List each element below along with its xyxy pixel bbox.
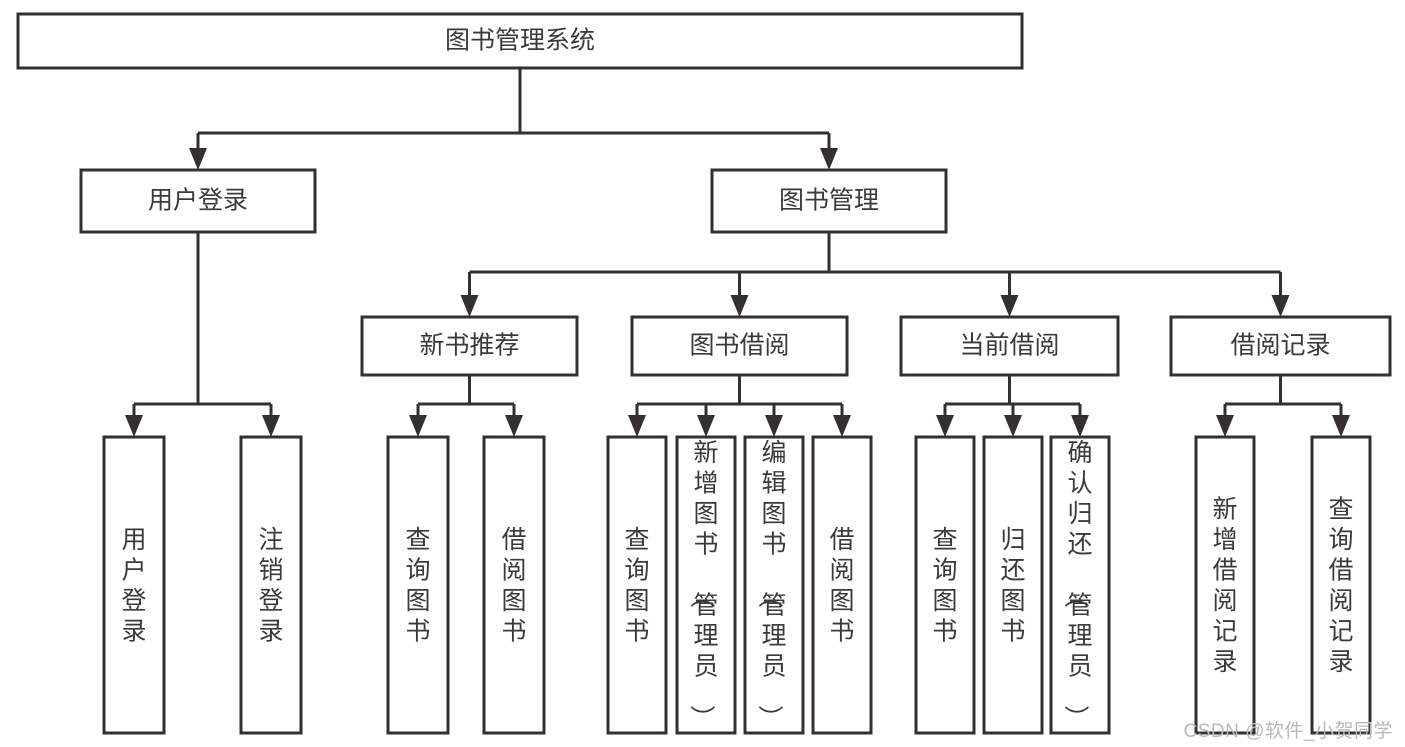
node-leaf-4[interactable]: 查询图书 [606, 435, 668, 735]
arrow-head-icon [936, 415, 954, 437]
node-label: 用户登录 [148, 187, 248, 215]
node-rect [1194, 435, 1256, 735]
node-rect [743, 435, 805, 735]
node-rect [239, 435, 303, 735]
arrow-head-icon [1216, 415, 1234, 437]
arrow-head-icon [730, 295, 749, 317]
node-rect [811, 435, 873, 735]
node-label: 图书管理系统 [445, 27, 595, 55]
node-rect [1169, 315, 1392, 377]
node-l2-1[interactable]: 图书管理 [710, 168, 948, 234]
node-label: 查询图书 [405, 526, 430, 646]
node-leaf-10[interactable]: 确认归还（管理员） [1049, 435, 1111, 735]
arrow-head-icon [460, 295, 479, 317]
arrow-head-icon [1071, 415, 1089, 437]
arrow-head-icon [628, 415, 646, 437]
node-rect [1049, 435, 1111, 735]
node-rect [16, 12, 1024, 70]
node-label: 归还图书 [1000, 526, 1025, 646]
arrow-head-icon [765, 415, 783, 437]
arrow-head-icon [1271, 295, 1290, 317]
node-leaf-8[interactable]: 查询图书 [914, 435, 976, 735]
node-rect [1310, 435, 1372, 735]
node-root-0[interactable]: 图书管理系统 [16, 12, 1024, 70]
node-leaf-9[interactable]: 归还图书 [982, 435, 1044, 735]
node-label: 图书借阅 [689, 332, 789, 360]
node-rect [606, 435, 668, 735]
node-rect [482, 435, 546, 735]
node-label: 借阅图书 [501, 526, 526, 646]
node-leaf-6[interactable]: 编辑图书（管理员） [743, 435, 805, 735]
node-l3-3[interactable]: 借阅记录 [1169, 315, 1392, 377]
node-label: 注销登录 [258, 526, 283, 646]
node-l2-0[interactable]: 用户登录 [79, 168, 317, 234]
node-label: 当前借阅 [959, 332, 1059, 360]
arrow-head-icon [697, 415, 715, 437]
arrow-head-icon [1004, 415, 1022, 437]
connector-lines [125, 68, 1350, 437]
node-l3-0[interactable]: 新书推荐 [360, 315, 579, 377]
node-rect [675, 435, 737, 735]
arrow-head-icon [820, 148, 838, 170]
arrow-head-icon [505, 415, 523, 437]
node-label: 用户登录 [121, 526, 146, 646]
node-rect [899, 315, 1120, 377]
arrow-head-icon [262, 415, 280, 437]
arrow-head-icon [409, 415, 427, 437]
node-leaf-7[interactable]: 借阅图书 [811, 435, 873, 735]
node-label: 查询图书 [932, 526, 957, 646]
node-leaf-1[interactable]: 注销登录 [239, 435, 303, 735]
node-leaf-2[interactable]: 查询图书 [386, 435, 450, 735]
node-leaf-11[interactable]: 新增借阅记录 [1194, 435, 1256, 735]
arrow-head-icon [125, 415, 143, 437]
node-rect [914, 435, 976, 735]
arrow-head-icon [1332, 415, 1350, 437]
node-rect [710, 168, 948, 234]
node-rect [102, 435, 166, 735]
node-boxes: 图书管理系统用户登录图书管理新书推荐图书借阅当前借阅借阅记录用户登录注销登录查询… [16, 12, 1392, 735]
node-label: 新增图书（管理员） [687, 439, 718, 730]
node-label: 借阅记录 [1230, 332, 1330, 360]
node-rect [630, 315, 849, 377]
arrow-head-icon [189, 148, 207, 170]
node-label: 图书管理 [779, 187, 879, 215]
node-leaf-3[interactable]: 借阅图书 [482, 435, 546, 735]
node-label: 查询借阅记录 [1328, 495, 1353, 676]
node-label: 确认归还（管理员） [1061, 439, 1092, 730]
arrow-head-icon [1000, 295, 1019, 317]
node-label: 编辑图书（管理员） [755, 439, 786, 730]
node-leaf-0[interactable]: 用户登录 [102, 435, 166, 735]
node-leaf-12[interactable]: 查询借阅记录 [1310, 435, 1372, 735]
node-rect [386, 435, 450, 735]
node-rect [982, 435, 1044, 735]
node-label: 新书推荐 [419, 332, 519, 360]
node-l3-2[interactable]: 当前借阅 [899, 315, 1120, 377]
node-rect [79, 168, 317, 234]
node-leaf-5[interactable]: 新增图书（管理员） [675, 435, 737, 735]
node-label: 查询图书 [624, 526, 649, 646]
node-label: 借阅图书 [829, 526, 854, 646]
node-l3-1[interactable]: 图书借阅 [630, 315, 849, 377]
arrow-head-icon [833, 415, 851, 437]
node-label: 新增借阅记录 [1212, 495, 1237, 676]
node-rect [360, 315, 579, 377]
